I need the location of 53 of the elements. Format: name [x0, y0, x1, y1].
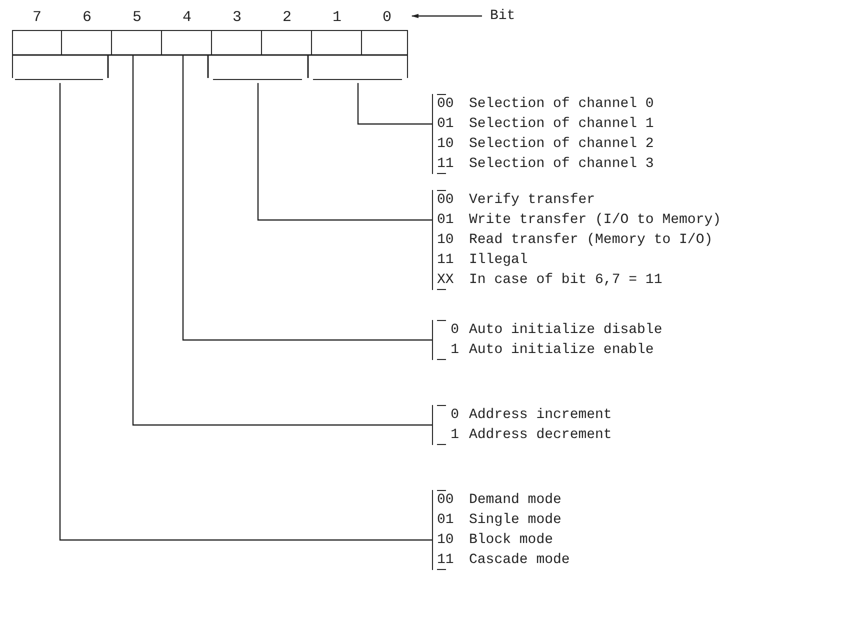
- bit-code: 11: [437, 251, 455, 270]
- bit-code: XX: [437, 271, 455, 290]
- code-description: Auto initialize enable: [469, 341, 654, 360]
- bit-code: 11: [437, 551, 455, 570]
- bit-code: 10: [437, 135, 455, 154]
- bit-number: 6: [81, 10, 92, 26]
- bit-number: 4: [181, 10, 192, 26]
- code-description: Selection of channel 2: [469, 135, 654, 154]
- field-bracket: [213, 79, 302, 83]
- code-description: Demand mode: [469, 491, 562, 510]
- bit-number: 1: [331, 10, 342, 26]
- bit-code: 10: [437, 231, 455, 250]
- bit-label: Bit: [490, 6, 540, 26]
- bit-code: 10: [437, 531, 455, 550]
- field-bracket: [15, 79, 103, 83]
- code-description: Address decrement: [469, 426, 612, 445]
- code-description: Block mode: [469, 531, 554, 550]
- code-description: Selection of channel 1: [469, 115, 654, 134]
- bit-code: 01: [437, 511, 455, 530]
- bit-number: 2: [281, 10, 292, 26]
- bit-code: 0: [450, 321, 459, 340]
- bit-code: 00: [437, 491, 455, 510]
- code-description: Cascade mode: [469, 551, 570, 570]
- field-bracket: [313, 79, 402, 83]
- code-description: Read transfer (Memory to I/O): [469, 231, 713, 250]
- arrow: [411, 14, 482, 18]
- code-description: Selection of channel 3: [469, 155, 654, 174]
- leader-line: [357, 83, 432, 125]
- leader-line: [182, 55, 432, 341]
- bit-code: 00: [437, 95, 455, 114]
- register-box: [12, 8, 408, 78]
- code-description: Illegal: [469, 251, 528, 270]
- code-description: Single mode: [469, 511, 562, 530]
- code-description: Selection of channel 0: [469, 95, 654, 114]
- bit-code: 11: [437, 155, 455, 174]
- code-description: Address increment: [469, 406, 612, 425]
- bit-number: 7: [31, 10, 42, 26]
- bit-code: 1: [450, 341, 459, 360]
- code-description: Auto initialize disable: [469, 321, 662, 340]
- bit-code: 00: [437, 191, 455, 210]
- bit-code: 0: [450, 406, 459, 425]
- bit-number: 3: [231, 10, 242, 26]
- code-description: In case of bit 6,7 = 11: [469, 271, 662, 290]
- bit-code: 1: [450, 426, 459, 445]
- leader-line: [59, 83, 432, 541]
- code-description: Write transfer (I/O to Memory): [469, 211, 722, 230]
- code-description: Verify transfer: [469, 191, 596, 210]
- leader-line: [257, 83, 432, 221]
- leader-line: [132, 55, 432, 426]
- bit-code: 01: [437, 115, 455, 134]
- bit-number: 0: [381, 10, 392, 26]
- bit-number: 5: [131, 10, 142, 26]
- bit-code: 01: [437, 211, 455, 230]
